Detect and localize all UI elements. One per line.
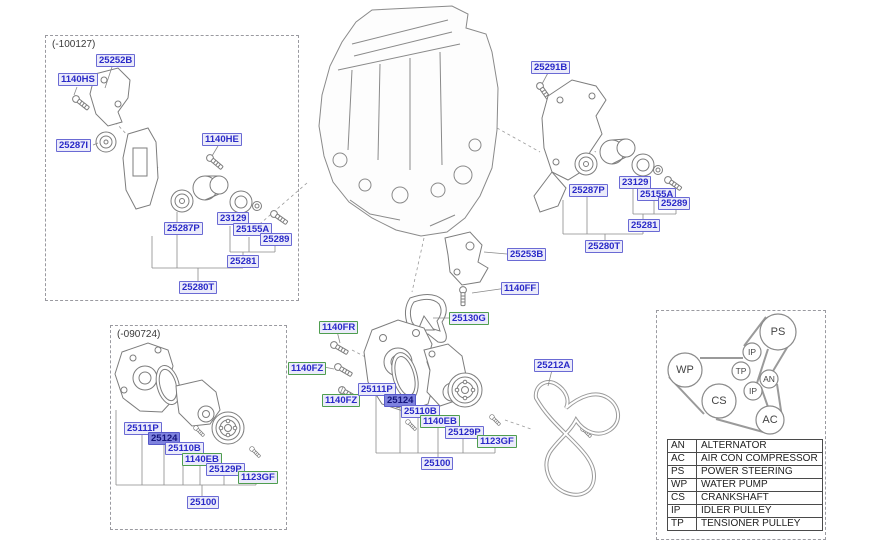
legend-description: ALTERNATOR: [696, 439, 823, 453]
pulley-label-wp: WP: [676, 364, 694, 376]
early-tensioner-assembly: [70, 67, 290, 227]
part-label-25287p[interactable]: 25287P: [164, 222, 203, 235]
part-label-1140fz[interactable]: 1140FZ: [288, 362, 327, 375]
part-label-25291b[interactable]: 25291B: [531, 61, 571, 74]
water-pump-assembly: [328, 319, 593, 439]
part-label-1123gf[interactable]: 1123GF: [477, 435, 517, 448]
late-tensioner-assembly: [533, 79, 684, 213]
legend-description: POWER STEERING: [696, 465, 823, 479]
legend-abbr: TP: [667, 517, 697, 531]
part-label-25280t[interactable]: 25280T: [585, 240, 624, 253]
part-label-25287i[interactable]: 25287I: [56, 139, 92, 152]
belt-routing-pulleys: PS IP WP TP AN IP CS AC: [667, 313, 797, 435]
part-label-25124[interactable]: 25124: [384, 394, 417, 407]
part-label-1140ff[interactable]: 1140FF: [501, 282, 540, 295]
part-label-25289[interactable]: 25289: [260, 233, 293, 246]
part-label-25129p[interactable]: 25129P: [206, 463, 245, 476]
legend-description: IDLER PULLEY: [696, 504, 823, 518]
pulley-wp: [667, 352, 703, 388]
part-label-23129[interactable]: 23129: [619, 176, 652, 189]
pulley-label-ip: IP: [749, 386, 757, 396]
pulley-label-tp: TP: [736, 366, 747, 376]
variant-box-early-caption: (-100127): [52, 39, 96, 50]
variant-box-late-caption: (-090724): [117, 329, 161, 340]
legend-description: TENSIONER PULLEY: [696, 517, 823, 531]
part-label-25100[interactable]: 25100: [421, 457, 454, 470]
part-label-1140eb[interactable]: 1140EB: [182, 453, 222, 466]
legend-abbr: CS: [667, 491, 697, 505]
part-label-1140he[interactable]: 1140HE: [202, 133, 242, 146]
legend-abbr: PS: [667, 465, 697, 479]
part-label-25124[interactable]: 25124: [148, 432, 181, 445]
part-label-25212a[interactable]: 25212A: [534, 359, 574, 372]
part-label-1140eb[interactable]: 1140EB: [420, 415, 460, 428]
part-label-25130g[interactable]: 25130G: [449, 312, 489, 325]
pulley-tp: [731, 361, 751, 381]
pulley-ip: [742, 342, 762, 362]
belt-routing-box: [656, 310, 826, 540]
part-label-25111p[interactable]: 25111P: [358, 383, 396, 396]
pulley-label-ip: IP: [748, 347, 756, 357]
belt-routing-lines: [668, 316, 789, 434]
part-label-25111p[interactable]: 25111P: [124, 422, 162, 435]
part-label-25110b[interactable]: 25110B: [401, 405, 440, 418]
part-label-1140hs[interactable]: 1140HS: [58, 73, 98, 86]
part-label-25100[interactable]: 25100: [187, 496, 220, 509]
legend-description: WATER PUMP: [696, 478, 823, 492]
pulley-label-ps: PS: [771, 326, 786, 338]
pulley-an: [759, 369, 779, 389]
part-label-1140fr[interactable]: 1140FR: [319, 321, 359, 334]
variant-box-late: (-090724): [110, 325, 287, 530]
engine-illustration: [318, 5, 499, 237]
part-label-25155a[interactable]: 25155A: [233, 223, 273, 236]
legend-abbr: AC: [667, 452, 697, 466]
leader-lines: [73, 66, 677, 496]
part-label-25253b[interactable]: 25253B: [507, 248, 547, 261]
serpentine-belt-illustration: [533, 379, 620, 497]
part-label-25252b[interactable]: 25252B: [96, 54, 136, 67]
part-label-25129p[interactable]: 25129P: [445, 426, 484, 439]
pulley-label-an: AN: [763, 374, 775, 384]
part-label-25289[interactable]: 25289: [658, 197, 691, 210]
pulley-ps: [759, 313, 797, 351]
legend-abbr: IP: [667, 504, 697, 518]
legend-abbr: AN: [667, 439, 697, 453]
pulley-ac: [755, 405, 785, 435]
variant-box-early: (-100127): [45, 35, 299, 301]
legend-abbr: WP: [667, 478, 697, 492]
pulley-cs: [701, 383, 737, 419]
pulley-label-ac: AC: [762, 414, 777, 426]
late-water-pump-assembly: [114, 342, 262, 459]
part-label-1123gf[interactable]: 1123GF: [238, 471, 278, 484]
part-label-25287p[interactable]: 25287P: [569, 184, 608, 197]
legend-description: CRANKSHAFT: [696, 491, 823, 505]
part-label-1140fz[interactable]: 1140FZ: [322, 394, 361, 407]
part-label-25280t[interactable]: 25280T: [179, 281, 218, 294]
part-label-25281[interactable]: 25281: [628, 219, 661, 232]
legend-description: AIR CON COMPRESSOR: [696, 452, 823, 466]
pulley-ip: [743, 381, 763, 401]
part-label-25281[interactable]: 25281: [227, 255, 260, 268]
pulley-label-cs: CS: [711, 395, 726, 407]
